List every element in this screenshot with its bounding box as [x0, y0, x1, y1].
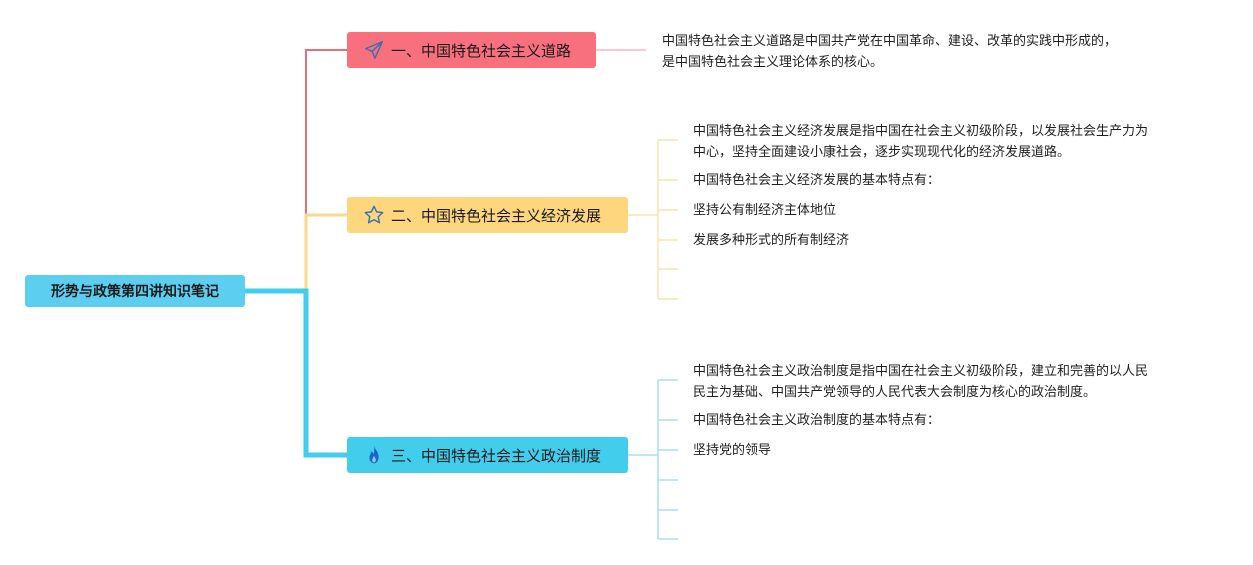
star-icon	[363, 204, 385, 226]
connector-branch-2-leaves	[628, 139, 678, 300]
leaf-text[interactable]: 中国特色社会主义政治制度的基本特点有：	[693, 413, 941, 428]
leaf-text[interactable]: 坚持公有制经济主体地位	[693, 203, 837, 218]
branch-topic-1[interactable]: 一、中国特色社会主义道路	[347, 32, 596, 68]
leaf-line: 中国特色社会主义政治制度是指中国在社会主义初级阶段，建立和完善的以人民	[693, 364, 1149, 379]
root-topic[interactable]: 形势与政策第四讲知识笔记	[25, 275, 245, 307]
root-topic-label: 形势与政策第四讲知识笔记	[51, 284, 219, 300]
branch-topic-3-label: 三、中国特色社会主义政治制度	[391, 446, 602, 465]
connector-root-branch-1	[245, 49, 347, 292]
connector-root-branch-3	[245, 288, 347, 458]
leaf-text[interactable]: 中国特色社会主义政治制度是指中国在社会主义初级阶段，建立和完善的以人民 民主为基…	[693, 361, 1148, 403]
paper-plane-icon	[363, 39, 385, 61]
leaf-text[interactable]: 发展多种形式的所有制经济	[693, 233, 850, 248]
leaf-text[interactable]: 中国特色社会主义道路是中国共产党在中国革命、建设、改革的实践中形成的， 是中国特…	[662, 31, 1117, 73]
branch-topic-3[interactable]: 三、中国特色社会主义政治制度	[347, 437, 628, 473]
leaf-text[interactable]: 坚持党的领导	[693, 443, 772, 458]
leaf-text[interactable]: 中国特色社会主义经济发展的基本特点有：	[693, 173, 941, 188]
connector-branch-3-leaves	[628, 379, 678, 540]
leaf-line: 是中国特色社会主义理论体系的核心。	[662, 55, 884, 70]
branch-topic-2[interactable]: 二、中国特色社会主义经济发展	[347, 197, 628, 233]
flame-icon	[363, 444, 385, 466]
leaf-line: 民主为基础、中国共产党领导的人民代表大会制度为核心的政治制度。	[693, 385, 1097, 400]
leaf-line: 中国特色社会主义道路是中国共产党在中国革命、建设、改革的实践中形成的，	[662, 34, 1118, 49]
branch-topic-2-label: 二、中国特色社会主义经济发展	[391, 206, 602, 225]
leaf-line: 中心，坚持全面建设小康社会，逐步实现现代化的经济发展道路。	[693, 145, 1071, 160]
connector-root-branch-2	[245, 213, 347, 293]
leaf-line: 中国特色社会主义经济发展是指中国在社会主义初级阶段，以发展社会生产力为	[693, 124, 1149, 139]
branch-topic-1-label: 一、中国特色社会主义道路	[391, 41, 572, 60]
leaf-text[interactable]: 中国特色社会主义经济发展是指中国在社会主义初级阶段，以发展社会生产力为 中心，坚…	[693, 121, 1148, 163]
